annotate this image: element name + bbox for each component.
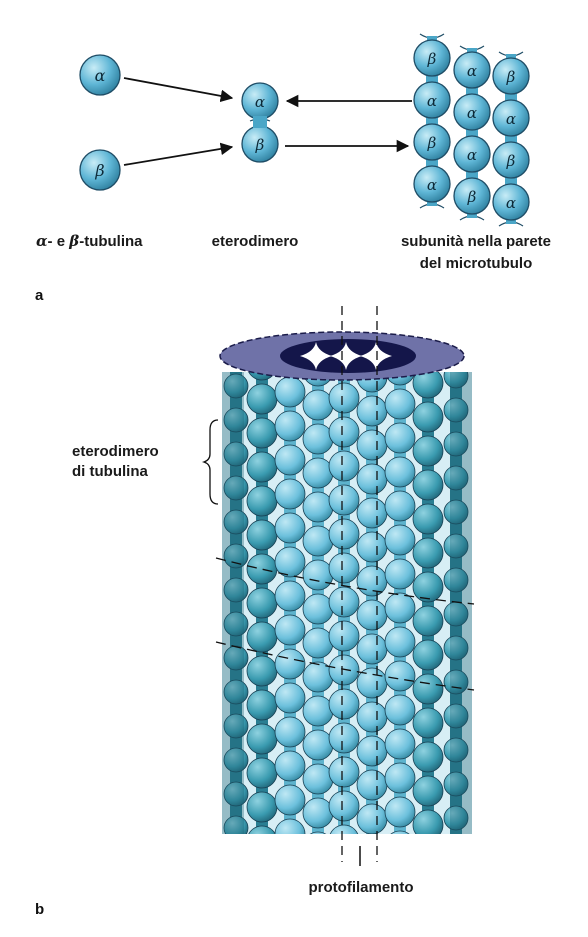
label-wall-line1: subunità nella parete xyxy=(401,233,551,250)
svg-text:β: β xyxy=(427,50,437,68)
free-alpha-subunit: α xyxy=(80,55,120,95)
label-heterodimer-tubulin-line2: di tubulina xyxy=(72,463,148,480)
label-protofilament: protofilamento xyxy=(309,879,414,896)
svg-text:α: α xyxy=(467,62,477,80)
wall-subunit: α xyxy=(414,82,450,118)
svg-text:β: β xyxy=(506,68,516,86)
svg-text:α: α xyxy=(427,176,437,194)
svg-text:α: α xyxy=(95,66,106,85)
free-beta-subunit: β xyxy=(80,150,120,190)
microtubule-cylinder xyxy=(222,340,472,873)
wall-subunit: α xyxy=(454,136,490,172)
wall-subunit: β xyxy=(414,124,450,160)
panel-letter-a: a xyxy=(35,287,44,304)
wall-subunit: β xyxy=(414,40,450,76)
label-wall-line2: del microtubulo xyxy=(420,255,533,272)
heterodimer: α β xyxy=(242,83,278,162)
label-tubulin: α- e β-tubulina xyxy=(36,232,143,250)
wall-subunit: α xyxy=(454,52,490,88)
svg-text:α: α xyxy=(506,194,516,212)
microtubule-wall-subunits: β α β α α α α β β α β α xyxy=(414,34,529,226)
wall-subunit: α xyxy=(493,100,529,136)
label-heterodimer-tubulin-line1: eterodimero xyxy=(72,443,159,460)
svg-text:α: α xyxy=(506,110,516,128)
svg-text:α: α xyxy=(467,104,477,122)
panel-letter-b: b xyxy=(35,901,44,918)
panel-a: α β α β β α β α α α α β β α β α α- e β-tubulina ete… xyxy=(35,34,551,304)
svg-text:α: α xyxy=(427,92,437,110)
wall-subunit: β xyxy=(493,58,529,94)
arrow-beta-to-dimer xyxy=(124,147,232,165)
arrow-alpha-to-dimer xyxy=(124,78,232,98)
svg-text:β: β xyxy=(94,161,104,180)
svg-text:α: α xyxy=(255,93,265,111)
svg-text:β: β xyxy=(506,152,516,170)
wall-subunit: β xyxy=(493,142,529,178)
wall-subunit: β xyxy=(454,178,490,214)
svg-text:β: β xyxy=(467,188,477,206)
wall-subunit: α xyxy=(454,94,490,130)
panel-b: eterodimero di tubulina protofilamento b xyxy=(35,306,474,918)
wall-subunit: α xyxy=(414,166,450,202)
wall-subunit: α xyxy=(493,184,529,220)
svg-text:β: β xyxy=(255,136,265,154)
svg-text:α: α xyxy=(467,146,477,164)
heterodimer-bracket xyxy=(204,420,218,504)
svg-text:β: β xyxy=(427,134,437,152)
label-heterodimer: eterodimero xyxy=(212,233,299,250)
